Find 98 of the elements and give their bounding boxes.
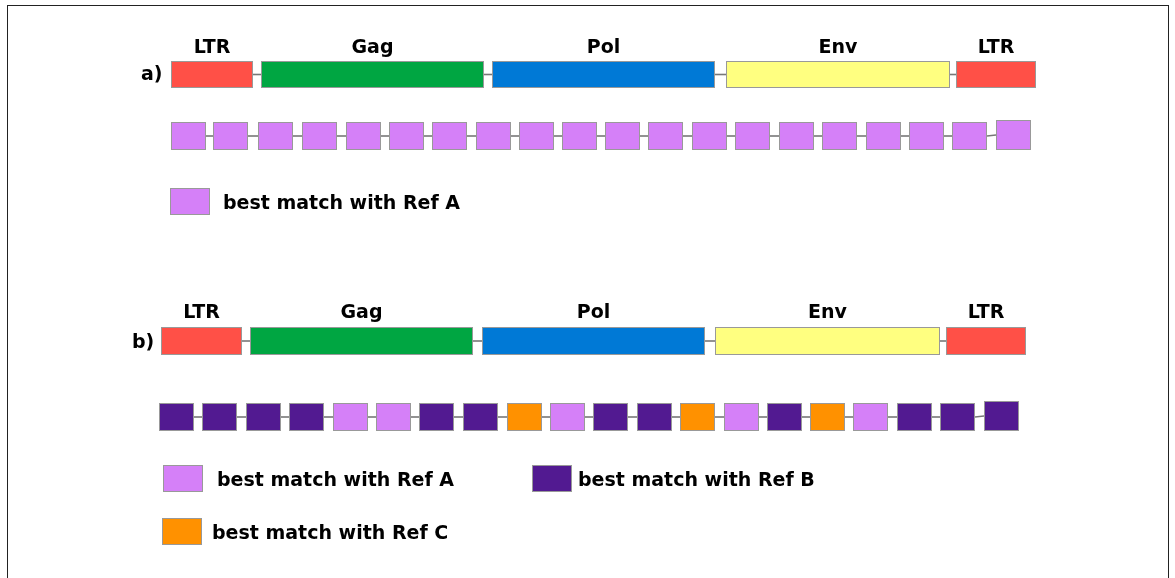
connector-line bbox=[247, 135, 259, 137]
segment-box bbox=[419, 403, 454, 431]
gene-label: LTR bbox=[192, 35, 232, 57]
connector-line bbox=[292, 135, 303, 137]
segment-box bbox=[680, 403, 715, 431]
gene-label: LTR bbox=[976, 35, 1016, 57]
connector-line bbox=[758, 416, 768, 418]
gene-label: Gag bbox=[339, 300, 384, 322]
connector-line bbox=[584, 416, 594, 418]
segment-box bbox=[333, 403, 368, 431]
segment-box bbox=[519, 122, 554, 150]
connector-line bbox=[280, 416, 290, 418]
legend-text: best match with Ref A bbox=[217, 468, 454, 490]
segment-box bbox=[376, 403, 411, 431]
segment-box bbox=[996, 120, 1031, 150]
segment-box bbox=[389, 122, 424, 150]
connector-line bbox=[627, 416, 638, 418]
segment-box bbox=[952, 122, 987, 150]
connector-line bbox=[205, 135, 214, 137]
connector-line bbox=[541, 416, 551, 418]
connector-line bbox=[704, 340, 716, 342]
segment-box bbox=[779, 122, 814, 150]
connector-line bbox=[380, 135, 390, 137]
segment-box bbox=[562, 122, 597, 150]
connector-line bbox=[726, 135, 736, 137]
gene-label: Pol bbox=[575, 300, 612, 322]
panel-label: a) bbox=[141, 62, 163, 84]
gene-label: Pol bbox=[585, 35, 622, 57]
connector-line bbox=[856, 135, 867, 137]
panel-label: b) bbox=[132, 330, 155, 352]
segment-box bbox=[822, 122, 857, 150]
connector-line bbox=[453, 416, 464, 418]
segment-box bbox=[302, 122, 337, 150]
connector-line bbox=[236, 416, 247, 418]
segment-box bbox=[159, 403, 194, 431]
legend-text: best match with Ref A bbox=[223, 191, 460, 213]
connector-line bbox=[943, 135, 953, 137]
connector-line bbox=[241, 340, 251, 342]
segment-box bbox=[897, 403, 932, 431]
connector-line bbox=[769, 135, 780, 137]
connector-line bbox=[813, 135, 823, 137]
segment-box bbox=[984, 401, 1019, 431]
segment-box bbox=[171, 122, 206, 150]
segment-box bbox=[346, 122, 381, 150]
connector-line bbox=[510, 135, 520, 137]
connector-line bbox=[323, 416, 334, 418]
segment-box bbox=[637, 403, 672, 431]
segment-box bbox=[648, 122, 683, 150]
segment-box bbox=[246, 403, 281, 431]
connector-line bbox=[553, 135, 563, 137]
segment-box bbox=[550, 403, 585, 431]
connector-line bbox=[423, 135, 433, 137]
segment-box bbox=[507, 403, 542, 431]
connector-line bbox=[671, 416, 681, 418]
segment-box bbox=[289, 403, 324, 431]
connector-line bbox=[367, 416, 377, 418]
connector-line bbox=[466, 135, 477, 137]
segment-box bbox=[909, 122, 944, 150]
connector-line bbox=[844, 416, 854, 418]
connector-line bbox=[887, 416, 898, 418]
connector-line bbox=[410, 416, 420, 418]
connector-line bbox=[939, 340, 947, 342]
legend-text: best match with Ref B bbox=[578, 468, 815, 490]
gene-label: Gag bbox=[350, 35, 395, 57]
segment-box bbox=[735, 122, 770, 150]
segment-box bbox=[605, 122, 640, 150]
connector-line bbox=[639, 135, 649, 137]
segment-box bbox=[692, 122, 727, 150]
gene-label: Env bbox=[817, 35, 859, 57]
segment-box bbox=[432, 122, 467, 150]
connector-line bbox=[931, 416, 941, 418]
segment-box bbox=[853, 403, 888, 431]
segment-box bbox=[463, 403, 498, 431]
segment-box bbox=[866, 122, 901, 150]
gene-label: Env bbox=[807, 300, 848, 322]
segment-box bbox=[810, 403, 845, 431]
segment-box bbox=[593, 403, 628, 431]
connector-line bbox=[682, 135, 693, 137]
connector-line bbox=[193, 416, 203, 418]
connector-line bbox=[986, 134, 997, 137]
connector-line bbox=[596, 135, 606, 137]
connector-line bbox=[900, 135, 910, 137]
gene-label: LTR bbox=[182, 300, 221, 322]
connector-line bbox=[472, 340, 483, 342]
segment-box bbox=[258, 122, 293, 150]
segment-box bbox=[213, 122, 248, 150]
connector-line bbox=[497, 416, 508, 418]
segment-box bbox=[476, 122, 511, 150]
segment-box bbox=[724, 403, 759, 431]
connector-line bbox=[974, 415, 985, 418]
legend-text: best match with Ref C bbox=[212, 521, 449, 543]
gene-label: LTR bbox=[966, 300, 1006, 322]
connector-line bbox=[336, 135, 347, 137]
connector-line bbox=[714, 416, 725, 418]
segment-box bbox=[940, 403, 975, 431]
connector-line bbox=[801, 416, 811, 418]
segment-box bbox=[202, 403, 237, 431]
segment-box bbox=[767, 403, 802, 431]
